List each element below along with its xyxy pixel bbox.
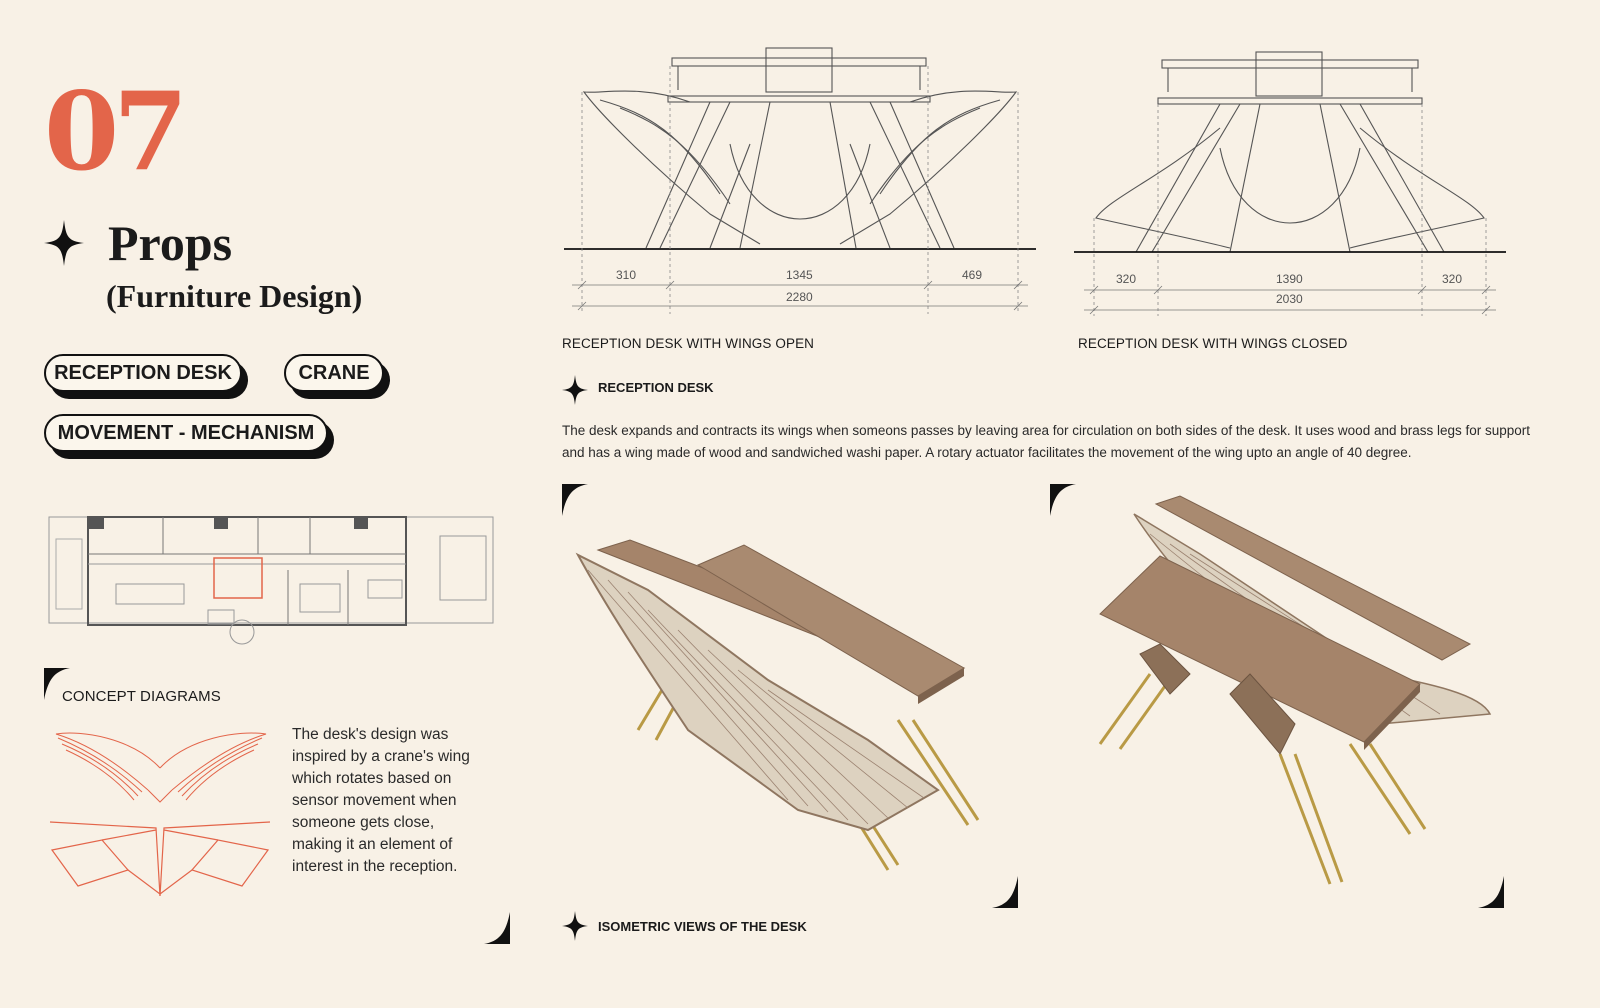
- dim-open-total: 2280: [786, 290, 813, 304]
- tag-movement-mechanism[interactable]: MOVEMENT - MECHANISM: [44, 414, 328, 452]
- floor-plan: [48, 514, 494, 653]
- dim-open-right: 469: [962, 268, 983, 282]
- dim-closed-middle: 1390: [1276, 272, 1303, 286]
- corner-bracket-icon: [484, 912, 510, 944]
- star-icon: [562, 374, 588, 406]
- star-icon: [44, 220, 84, 266]
- page-subtitle: (Furniture Design): [106, 278, 363, 314]
- isometric-desk-wings-closed: [1080, 494, 1500, 899]
- corner-bracket-icon: [562, 484, 588, 516]
- corner-bracket-icon: [992, 876, 1018, 908]
- caption-wings-closed: RECEPTION DESK WITH WINGS CLOSED: [1078, 336, 1348, 351]
- wing-geometry-diagram: [48, 820, 272, 903]
- concept-heading: CONCEPT DIAGRAMS: [62, 688, 221, 705]
- elevation-wings-open-drawing: [560, 44, 1050, 329]
- dim-open-middle: 1345: [786, 268, 813, 282]
- concept-description: The desk's design was inspired by a cran…: [292, 726, 470, 875]
- wing-sketch-diagram: [52, 728, 270, 809]
- corner-bracket-icon: [44, 668, 70, 700]
- tag-crane[interactable]: CRANE: [284, 354, 384, 392]
- reception-description: The desk expands and contracts its wings…: [562, 423, 1531, 460]
- dim-closed-total: 2030: [1276, 292, 1303, 306]
- corner-bracket-icon: [1050, 484, 1076, 516]
- star-icon: [562, 910, 588, 942]
- dim-open-left: 310: [616, 268, 637, 282]
- caption-wings-open: RECEPTION DESK WITH WINGS OPEN: [562, 336, 815, 351]
- reception-heading: RECEPTION DESK: [598, 380, 714, 395]
- isometric-heading: ISOMETRIC VIEWS OF THE DESK: [598, 919, 807, 934]
- corner-bracket-icon: [1478, 876, 1504, 908]
- page-title: Props: [108, 215, 233, 271]
- dim-closed-right: 320: [1442, 272, 1463, 286]
- elevation-wings-closed-drawing: [1070, 48, 1510, 333]
- section-number: 07: [44, 69, 188, 195]
- isometric-desk-wings-open: [568, 530, 988, 895]
- dim-closed-left: 320: [1116, 272, 1137, 286]
- tag-reception-desk[interactable]: RECEPTION DESK: [44, 354, 242, 392]
